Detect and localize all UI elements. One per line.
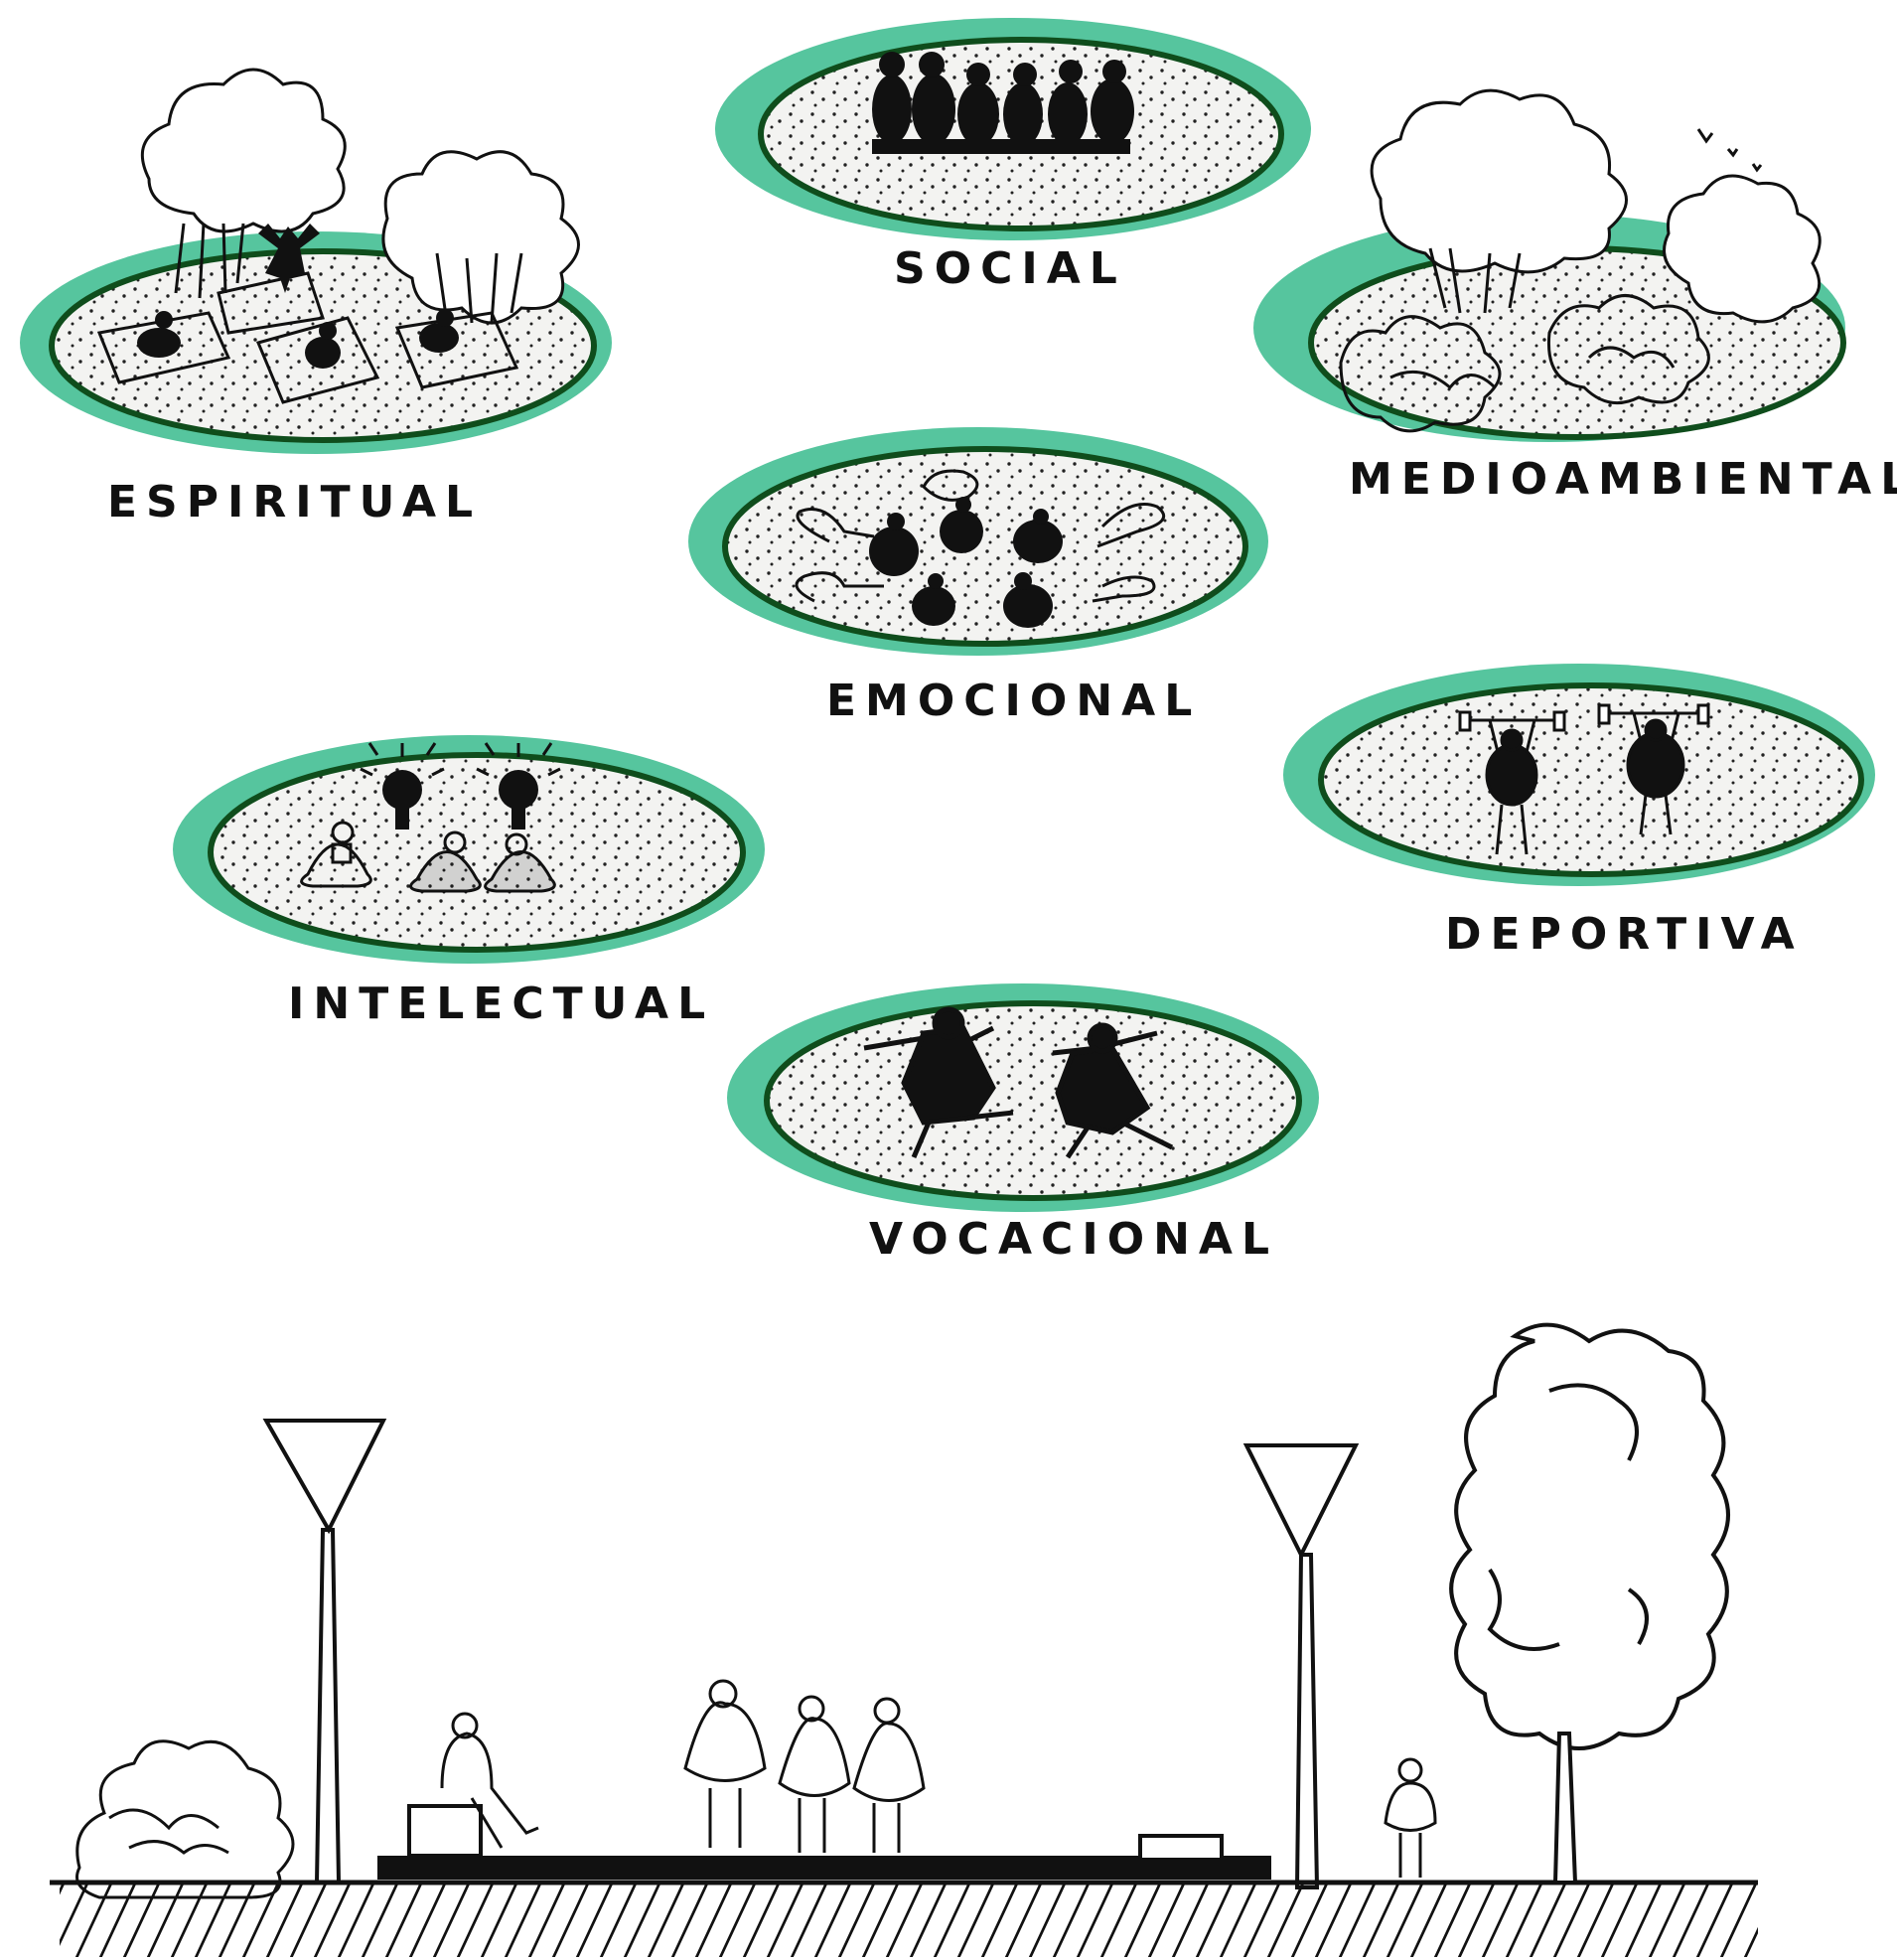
dancing-people-icon <box>863 1006 1174 1159</box>
ground-hatch <box>50 1880 1758 1957</box>
zone-deportiva: DEPORTIVA <box>1283 664 1875 960</box>
street-lamp-icon <box>1242 1443 1360 1889</box>
lightbulb-icon <box>382 770 538 829</box>
tree-icon <box>1370 88 1822 324</box>
tree-trunks-icon <box>1428 247 1522 314</box>
plaza-platform <box>377 1856 1271 1880</box>
bench-icon <box>407 1804 483 1858</box>
zone-vocacional: VOCACIONAL <box>727 983 1319 1265</box>
zone-label: SOCIAL <box>894 243 1126 294</box>
zone-intelectual: INTELECTUAL <box>173 735 765 1029</box>
group-of-people-icon <box>872 52 1134 154</box>
zone-label: EMOCIONAL <box>826 676 1201 726</box>
tree-trunks-icon <box>174 223 523 324</box>
seated-person-icon <box>440 1712 539 1849</box>
reading-people-icon <box>300 821 556 893</box>
bench-icon <box>1138 1834 1224 1862</box>
zone-label: MEDIOAMBIENTAL <box>1349 454 1897 505</box>
zone-label: DEPORTIVA <box>1445 909 1804 960</box>
child-icon <box>1384 1757 1437 1878</box>
zone-label: INTELECTUAL <box>288 979 714 1029</box>
zone-social: SOCIAL <box>715 18 1311 294</box>
meditating-people-icon <box>137 224 459 369</box>
zone-ground <box>722 446 1248 647</box>
tree-icon <box>140 68 580 325</box>
street-lamp-icon <box>262 1419 387 1885</box>
birds-icon <box>1696 128 1763 173</box>
speech-bubbles-icon <box>795 469 1166 603</box>
zone-ground <box>208 752 746 953</box>
idea-rays-icon <box>360 742 561 777</box>
zone-label: ESPIRITUAL <box>107 477 482 528</box>
zone-espiritual: ESPIRITUAL <box>20 68 612 528</box>
zone-medioambiental: MEDIOAMBIENTAL <box>1253 88 1897 505</box>
tree-icon <box>1449 1322 1730 1885</box>
zone-label: VOCACIONAL <box>869 1214 1278 1265</box>
standing-people-icon <box>683 1679 926 1853</box>
zone-ground <box>1318 682 1864 877</box>
street-section <box>50 1322 1758 1957</box>
weightlifting-people-icon <box>1458 703 1710 855</box>
people-icon <box>869 497 1063 628</box>
shrubs-icon <box>1339 294 1710 433</box>
zone-ground <box>764 1000 1302 1201</box>
zone-emocional: EMOCIONAL <box>688 427 1268 726</box>
shrub-icon <box>75 1739 295 1899</box>
